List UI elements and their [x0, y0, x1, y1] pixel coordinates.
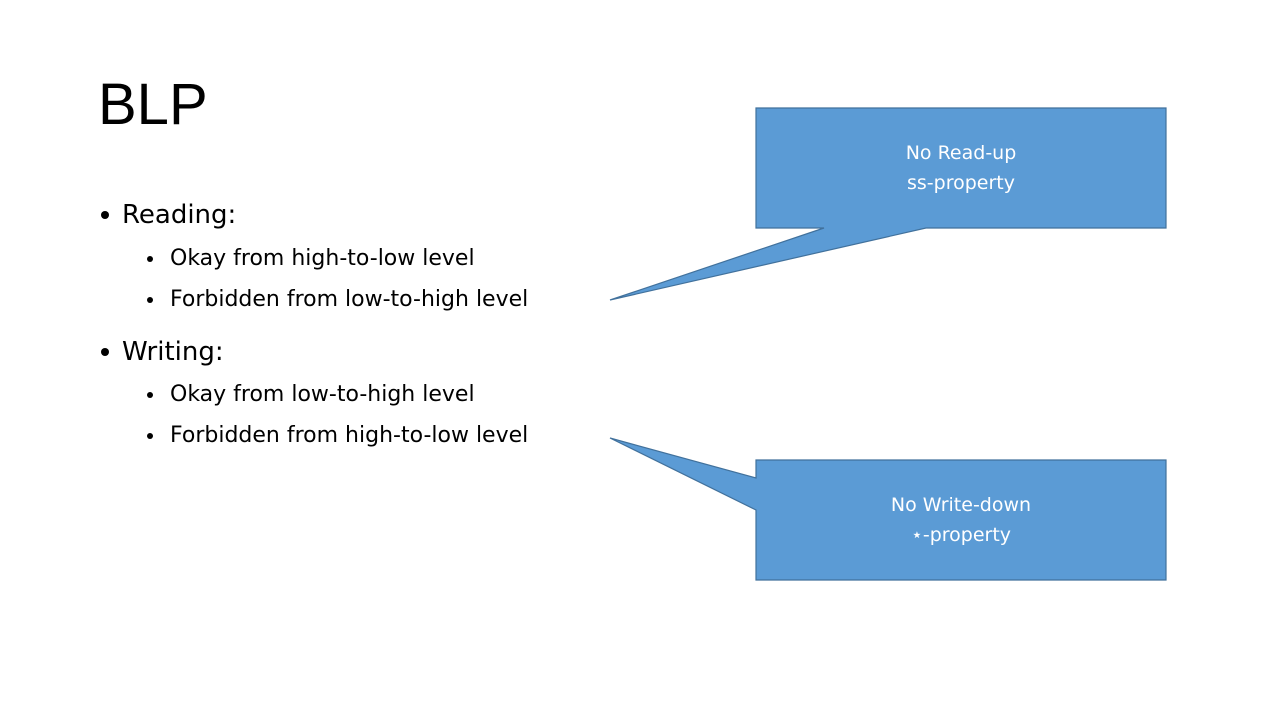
bullet-dot: [101, 211, 109, 219]
callout-line-2: ⋆-property: [910, 524, 1012, 546]
callout-no-write-down: No Write-down ⋆-property: [756, 490, 1166, 550]
bullet-dot: [147, 392, 153, 398]
section-heading-writing: Writing:: [122, 337, 224, 367]
callout-no-read-up-shape: [609, 107, 1167, 301]
list-item: Forbidden from high-to-low level: [170, 423, 529, 448]
callout-line-2: ss-property: [907, 172, 1015, 194]
callout-no-write-down-shape: [609, 437, 1167, 581]
list-item: Okay from high-to-low level: [170, 246, 475, 271]
section-heading-reading: Reading:: [122, 200, 237, 230]
bullet-dot: [147, 433, 153, 439]
list-item: Okay from low-to-high level: [170, 382, 475, 407]
callout-no-read-up: No Read-up ss-property: [756, 138, 1166, 198]
bullet-dot: [101, 348, 109, 356]
bullet-dot: [147, 297, 153, 303]
bullet-dot: [147, 256, 153, 262]
callout-line-1: No Write-down: [890, 494, 1032, 516]
slide-title: BLP: [98, 72, 208, 137]
list-item: Forbidden from low-to-high level: [170, 287, 529, 312]
callout-line-1: No Read-up: [905, 142, 1017, 164]
